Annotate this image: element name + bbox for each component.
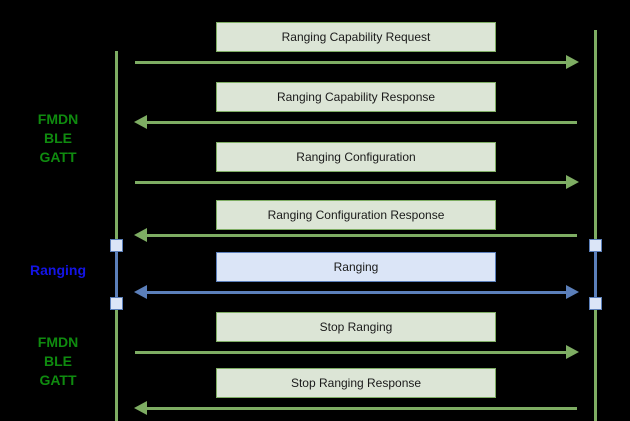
arrow-head-left-ranging <box>134 285 147 299</box>
left-lifeline <box>115 51 118 421</box>
right-ranging-activation-line <box>594 245 597 303</box>
phase-label-fmdn-ble-gatt-bottom: FMDN BLE GATT <box>37 334 79 388</box>
arrow-head-right-stop-ranging <box>566 345 579 359</box>
arrow-line-ranging <box>146 291 567 294</box>
arrow-line-ranging-capability-response <box>146 121 577 124</box>
right-lifeline <box>594 30 597 421</box>
arrow-line-ranging-configuration <box>135 181 569 184</box>
arrow-head-left-ranging-configuration-response <box>134 228 147 242</box>
arrow-line-ranging-capability-request <box>135 61 569 64</box>
message-box-ranging-configuration: Ranging Configuration <box>216 142 496 172</box>
message-box-ranging-configuration-response: Ranging Configuration Response <box>216 200 496 230</box>
left-ranging-activation-line <box>115 245 118 303</box>
message-box-ranging-capability-request: Ranging Capability Request <box>216 22 496 52</box>
arrow-head-right-ranging <box>566 285 579 299</box>
arrow-head-left-stop-ranging-response <box>134 401 147 415</box>
arrow-line-stop-ranging-response <box>146 407 577 410</box>
message-box-ranging-capability-response: Ranging Capability Response <box>216 82 496 112</box>
arrow-head-left-ranging-capability-response <box>134 115 147 129</box>
arrow-head-right-ranging-configuration <box>566 175 579 189</box>
message-box-stop-ranging: Stop Ranging <box>216 312 496 342</box>
left-ranging-activation-end-box <box>110 297 123 310</box>
phase-label-ranging: Ranging <box>30 262 86 278</box>
phase-label-fmdn-ble-gatt-top: FMDN BLE GATT <box>37 111 79 165</box>
arrow-head-right-ranging-capability-request <box>566 55 579 69</box>
arrow-line-stop-ranging <box>135 351 569 354</box>
right-ranging-activation-start-box <box>589 239 602 252</box>
arrow-line-ranging-configuration-response <box>146 234 577 237</box>
left-ranging-activation-start-box <box>110 239 123 252</box>
message-box-stop-ranging-response: Stop Ranging Response <box>216 368 496 398</box>
right-ranging-activation-end-box <box>589 297 602 310</box>
message-box-ranging: Ranging <box>216 252 496 282</box>
